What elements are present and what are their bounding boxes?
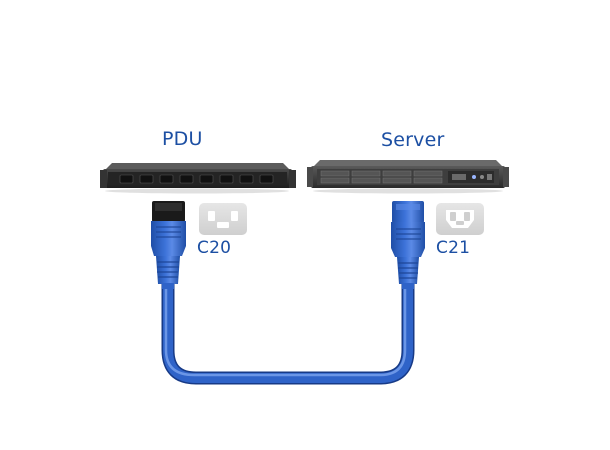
power-cable	[161, 275, 415, 385]
c21-connector-face-icon	[436, 203, 484, 235]
c21-plug-icon	[391, 201, 425, 289]
c20-plug-icon	[151, 201, 186, 289]
pdu-label: PDU	[162, 128, 203, 150]
server-label: Server	[381, 129, 445, 151]
c21-label: C21	[436, 238, 471, 258]
c20-label: C20	[197, 238, 232, 258]
rack-server-icon	[307, 160, 509, 194]
c20-connector-face-icon	[199, 203, 247, 235]
rack-pdu-icon	[100, 163, 296, 194]
